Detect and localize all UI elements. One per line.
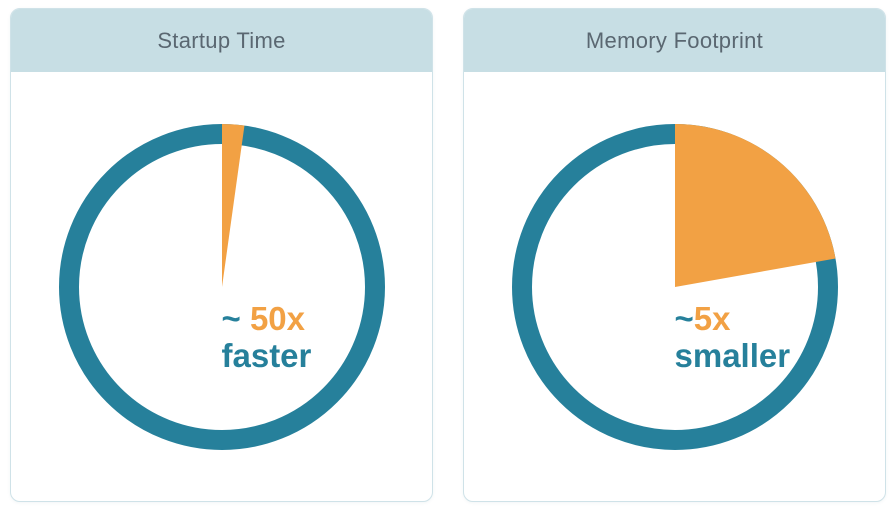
- multiplier-line: ~ 50x: [222, 300, 312, 337]
- multiplier-word: smaller: [674, 336, 791, 374]
- chart-center-label: ~ 50x faster: [222, 287, 312, 374]
- approx-tilde: ~: [674, 299, 694, 337]
- pie-chart-startup-time: ~ 50x faster: [52, 117, 392, 457]
- pie-chart-memory-footprint: ~5x smaller: [505, 117, 845, 457]
- multiplier-value: 5x: [693, 299, 731, 337]
- pie-chart-svg: [58, 123, 385, 450]
- multiplier-word: faster: [221, 336, 312, 374]
- card-body-memory-footprint: ~5x smaller: [464, 72, 885, 501]
- card-header-startup-time: Startup Time: [11, 9, 432, 72]
- card-header-memory-footprint: Memory Footprint: [464, 9, 885, 72]
- pie-highlight-slice: [221, 123, 244, 287]
- approx-tilde: ~: [221, 299, 250, 337]
- pie-chart-svg: [511, 123, 838, 450]
- card-title-memory-footprint: Memory Footprint: [585, 27, 764, 53]
- chart-center-label: ~5x smaller: [675, 287, 791, 374]
- card-title-startup-time: Startup Time: [157, 27, 286, 53]
- card-startup-time: Startup Time ~ 50x faster: [10, 8, 433, 502]
- card-body-startup-time: ~ 50x faster: [11, 72, 432, 501]
- multiplier-line: ~5x: [675, 300, 791, 337]
- multiplier-value: 50x: [249, 299, 306, 337]
- card-memory-footprint: Memory Footprint ~5x smaller: [463, 8, 886, 502]
- pie-highlight-slice: [674, 123, 835, 287]
